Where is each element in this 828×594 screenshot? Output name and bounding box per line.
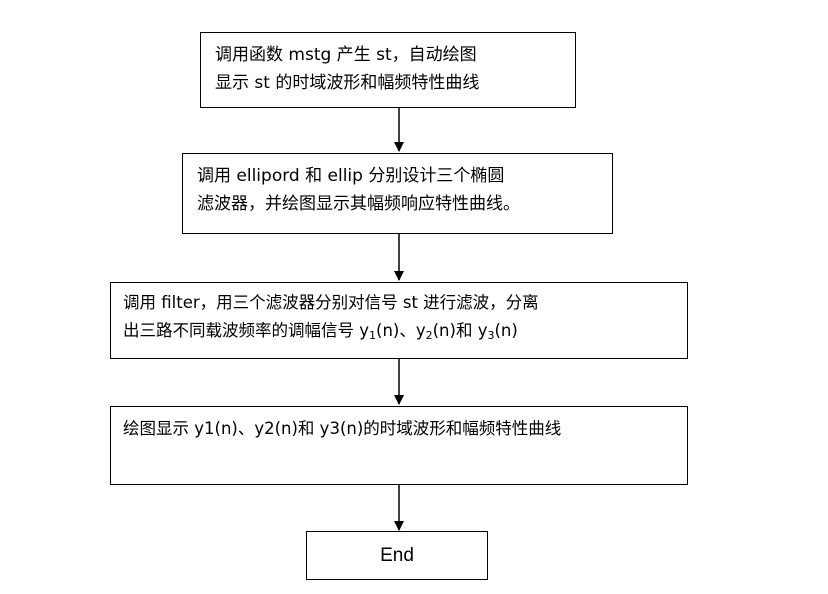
- step-3-line-2-prefix: 出三路不同载波频率的调幅信号 y: [123, 321, 370, 340]
- step-3-line-1: 调用 filter，用三个滤波器分别对信号 st 进行滤波，分离: [123, 293, 539, 312]
- step-4-line-1: 绘图显示 y1(n)、y2(n)和 y3(n)的时域波形和幅频特性曲线: [123, 419, 562, 438]
- step-4-box: 绘图显示 y1(n)、y2(n)和 y3(n)的时域波形和幅频特性曲线: [110, 406, 688, 485]
- subscript-2: 2: [425, 329, 433, 342]
- step-1-line-2: 显示 st 的时域波形和幅频特性曲线: [215, 73, 480, 93]
- step-1-box: 调用函数 mstg 产生 st，自动绘图 显示 st 的时域波形和幅频特性曲线: [200, 32, 576, 108]
- step-3-line-2-suffix: (n): [494, 321, 518, 340]
- step-3-box: 调用 filter，用三个滤波器分别对信号 st 进行滤波，分离 出三路不同载波…: [110, 282, 688, 359]
- step-3-line-2: 出三路不同载波频率的调幅信号 y1(n)、y2(n)和 y3(n): [123, 317, 675, 350]
- step-2-line-1: 调用 ellipord 和 ellip 分别设计三个椭圆: [197, 166, 505, 186]
- step-3-line-2-mid-1: (n)、y: [376, 321, 426, 340]
- step-2-box: 调用 ellipord 和 ellip 分别设计三个椭圆 滤波器，并绘图显示其幅…: [182, 153, 613, 234]
- end-label: End: [380, 545, 414, 566]
- subscript-1: 1: [369, 329, 377, 342]
- step-1-line-1: 调用函数 mstg 产生 st，自动绘图: [215, 45, 477, 65]
- step-2-line-2: 滤波器，并绘图显示其幅频响应特性曲线。: [197, 194, 520, 214]
- subscript-3: 3: [487, 329, 495, 342]
- end-box: End: [306, 531, 488, 580]
- step-3-line-2-mid-2: (n)和 y: [432, 321, 488, 340]
